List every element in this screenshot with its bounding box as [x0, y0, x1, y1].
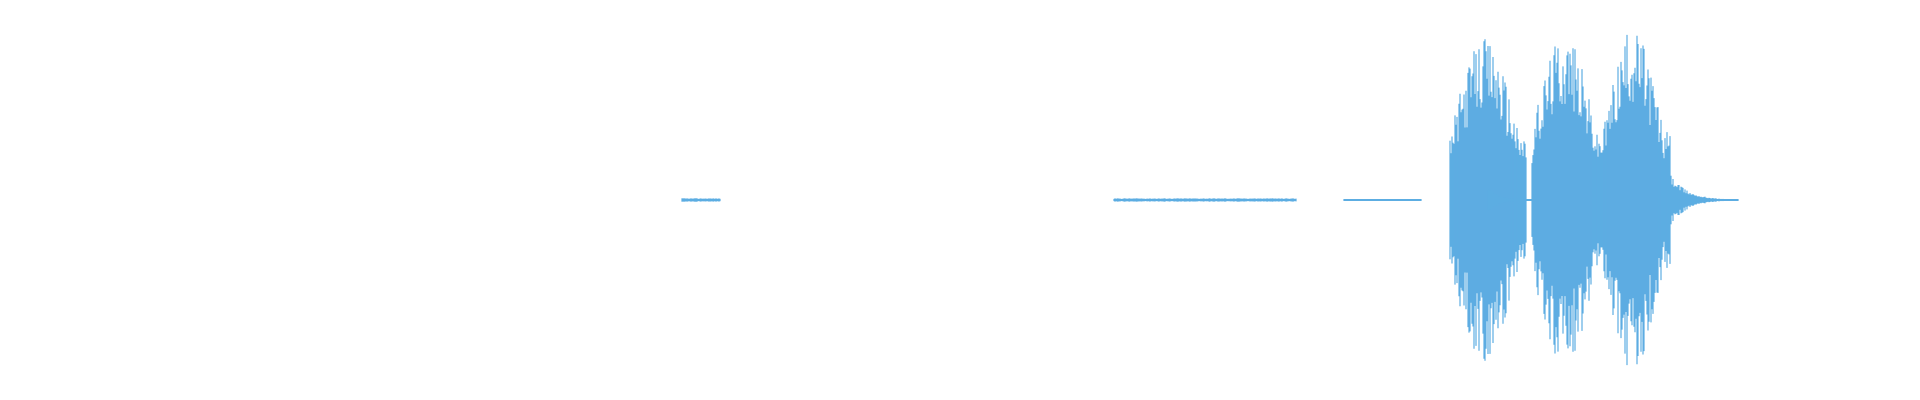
audio-waveform — [681, 34, 1739, 366]
waveform-canvas — [681, 34, 1739, 366]
